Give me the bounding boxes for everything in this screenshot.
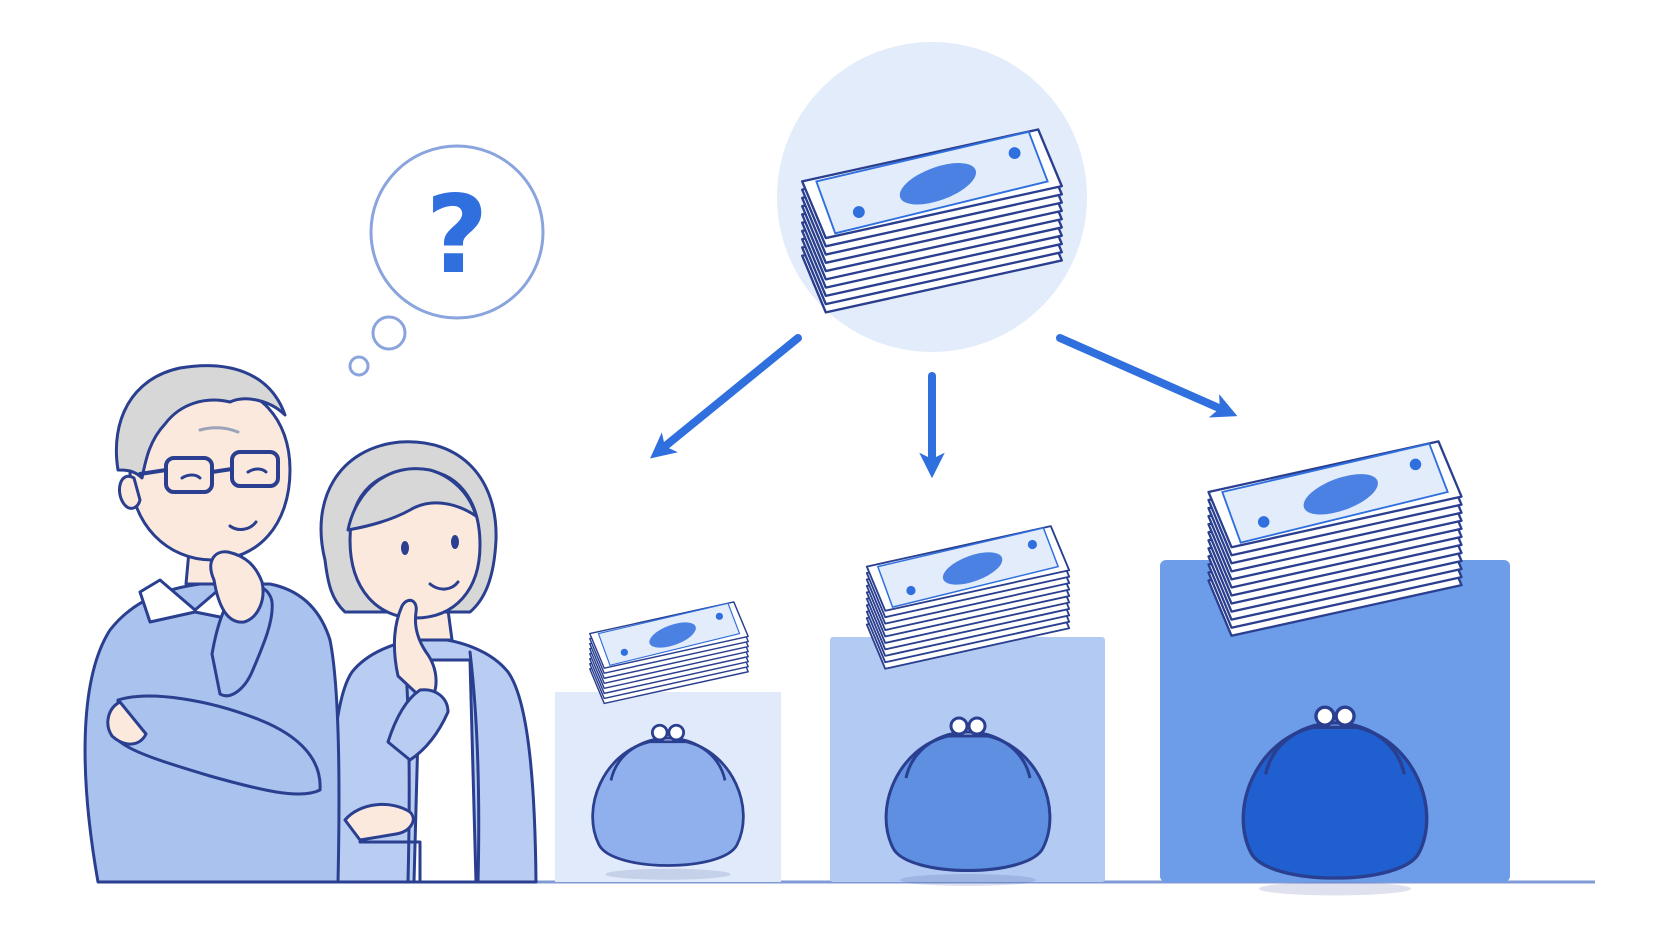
purse-clasp bbox=[1314, 705, 1336, 727]
coin-purse-medium bbox=[884, 716, 1052, 886]
purse-shadow bbox=[900, 874, 1036, 886]
arrow-left-down-icon bbox=[650, 334, 802, 459]
purse-shadow bbox=[1258, 881, 1412, 896]
purse-body bbox=[884, 734, 1052, 872]
purse-clasp bbox=[1334, 705, 1356, 727]
purse-body bbox=[1241, 725, 1429, 880]
cash-stack-medium bbox=[865, 525, 1071, 670]
elderly-man-thinking bbox=[83, 364, 341, 884]
banknote-dot bbox=[620, 648, 628, 656]
purse-clasp bbox=[967, 716, 987, 736]
purse-clasp bbox=[949, 716, 969, 736]
thought-bubble: ? bbox=[348, 144, 545, 377]
banknote-dot bbox=[715, 612, 723, 620]
purse-shadow bbox=[605, 868, 731, 880]
purse-clasp bbox=[667, 723, 686, 742]
arrow-right-down-icon bbox=[1056, 334, 1238, 418]
banknote-dot bbox=[1257, 516, 1270, 528]
banknote-dot bbox=[1409, 458, 1422, 471]
banknote-seal bbox=[899, 163, 977, 205]
banknote-dot bbox=[852, 206, 865, 218]
cash-stack-large bbox=[1207, 440, 1463, 637]
banknote-dot bbox=[1008, 147, 1021, 159]
banknote-dot bbox=[1027, 539, 1037, 550]
purse-clasp bbox=[650, 723, 669, 742]
banknote-dot bbox=[906, 585, 916, 596]
banknote-seal bbox=[649, 622, 696, 648]
purse-body bbox=[591, 740, 745, 867]
coin-purse-large bbox=[1241, 705, 1429, 896]
banknote-seal bbox=[942, 552, 1003, 585]
purse-frame bbox=[1263, 721, 1407, 775]
question-mark: ? bbox=[426, 173, 489, 298]
cash-stack-icon bbox=[801, 128, 1063, 314]
elderly-woman-thinking bbox=[319, 440, 538, 884]
coin-purse-small bbox=[591, 723, 745, 880]
purse-frame bbox=[904, 730, 1032, 779]
cash-stack-small bbox=[589, 601, 749, 705]
banknote-seal bbox=[1303, 474, 1378, 515]
purse-frame bbox=[609, 736, 727, 781]
